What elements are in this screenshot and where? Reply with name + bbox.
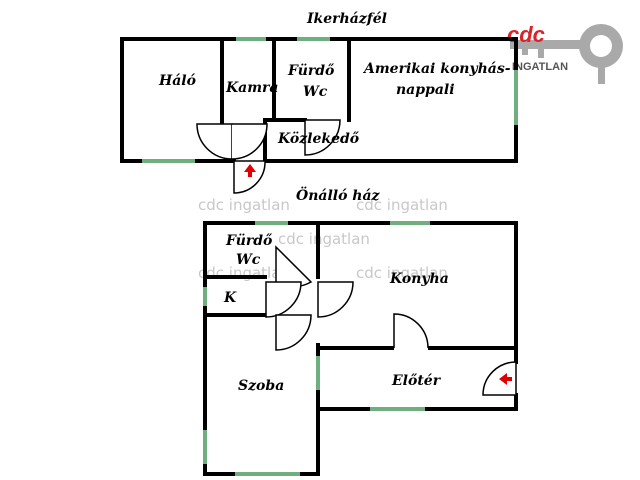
bottom-plan-title: Önálló ház [296, 185, 381, 204]
watermark: cdc ingatlan [356, 264, 448, 282]
room-label-kozlekedo: Közlekedő [277, 131, 360, 147]
top-plan-title: Ikerházfél [306, 11, 387, 27]
room-label-furdo: Fürdő [287, 63, 335, 79]
entrance-arrow-icon [499, 373, 512, 385]
logo-brand: cdc [507, 22, 545, 47]
top-plan-doors [196, 119, 341, 194]
room-label-szoba: Szoba [238, 378, 284, 394]
room-label-kamra: Kamra [225, 80, 279, 96]
room-label-halo: Háló [158, 73, 196, 89]
company-logo: cdc INGATLAN [507, 22, 623, 84]
room-label-nappali: nappali [396, 82, 455, 98]
room-label-k: K [223, 290, 237, 306]
watermark: cdc ingatlan [278, 230, 370, 248]
room-label-eloter: Előtér [391, 373, 442, 389]
logo-subtitle: INGATLAN [512, 61, 568, 73]
bottom-plan-windows [203, 221, 430, 476]
room-label-wc: Wc [236, 252, 261, 268]
room-label-konyha: Konyha [389, 271, 449, 287]
key-icon [510, 24, 623, 84]
room-label-amerikai-konyhas: Amerikai konyhás- [362, 61, 511, 77]
watermark: cdc ingatlan [198, 196, 290, 214]
top-plan-windows [142, 37, 518, 163]
bottom-plan-doors [265, 245, 517, 396]
watermark: cdc ingatlan [356, 196, 448, 214]
room-label-furdo: Fürdő [225, 233, 273, 249]
room-label-wc: Wc [303, 84, 328, 100]
entrance-arrow-icon [244, 164, 256, 177]
